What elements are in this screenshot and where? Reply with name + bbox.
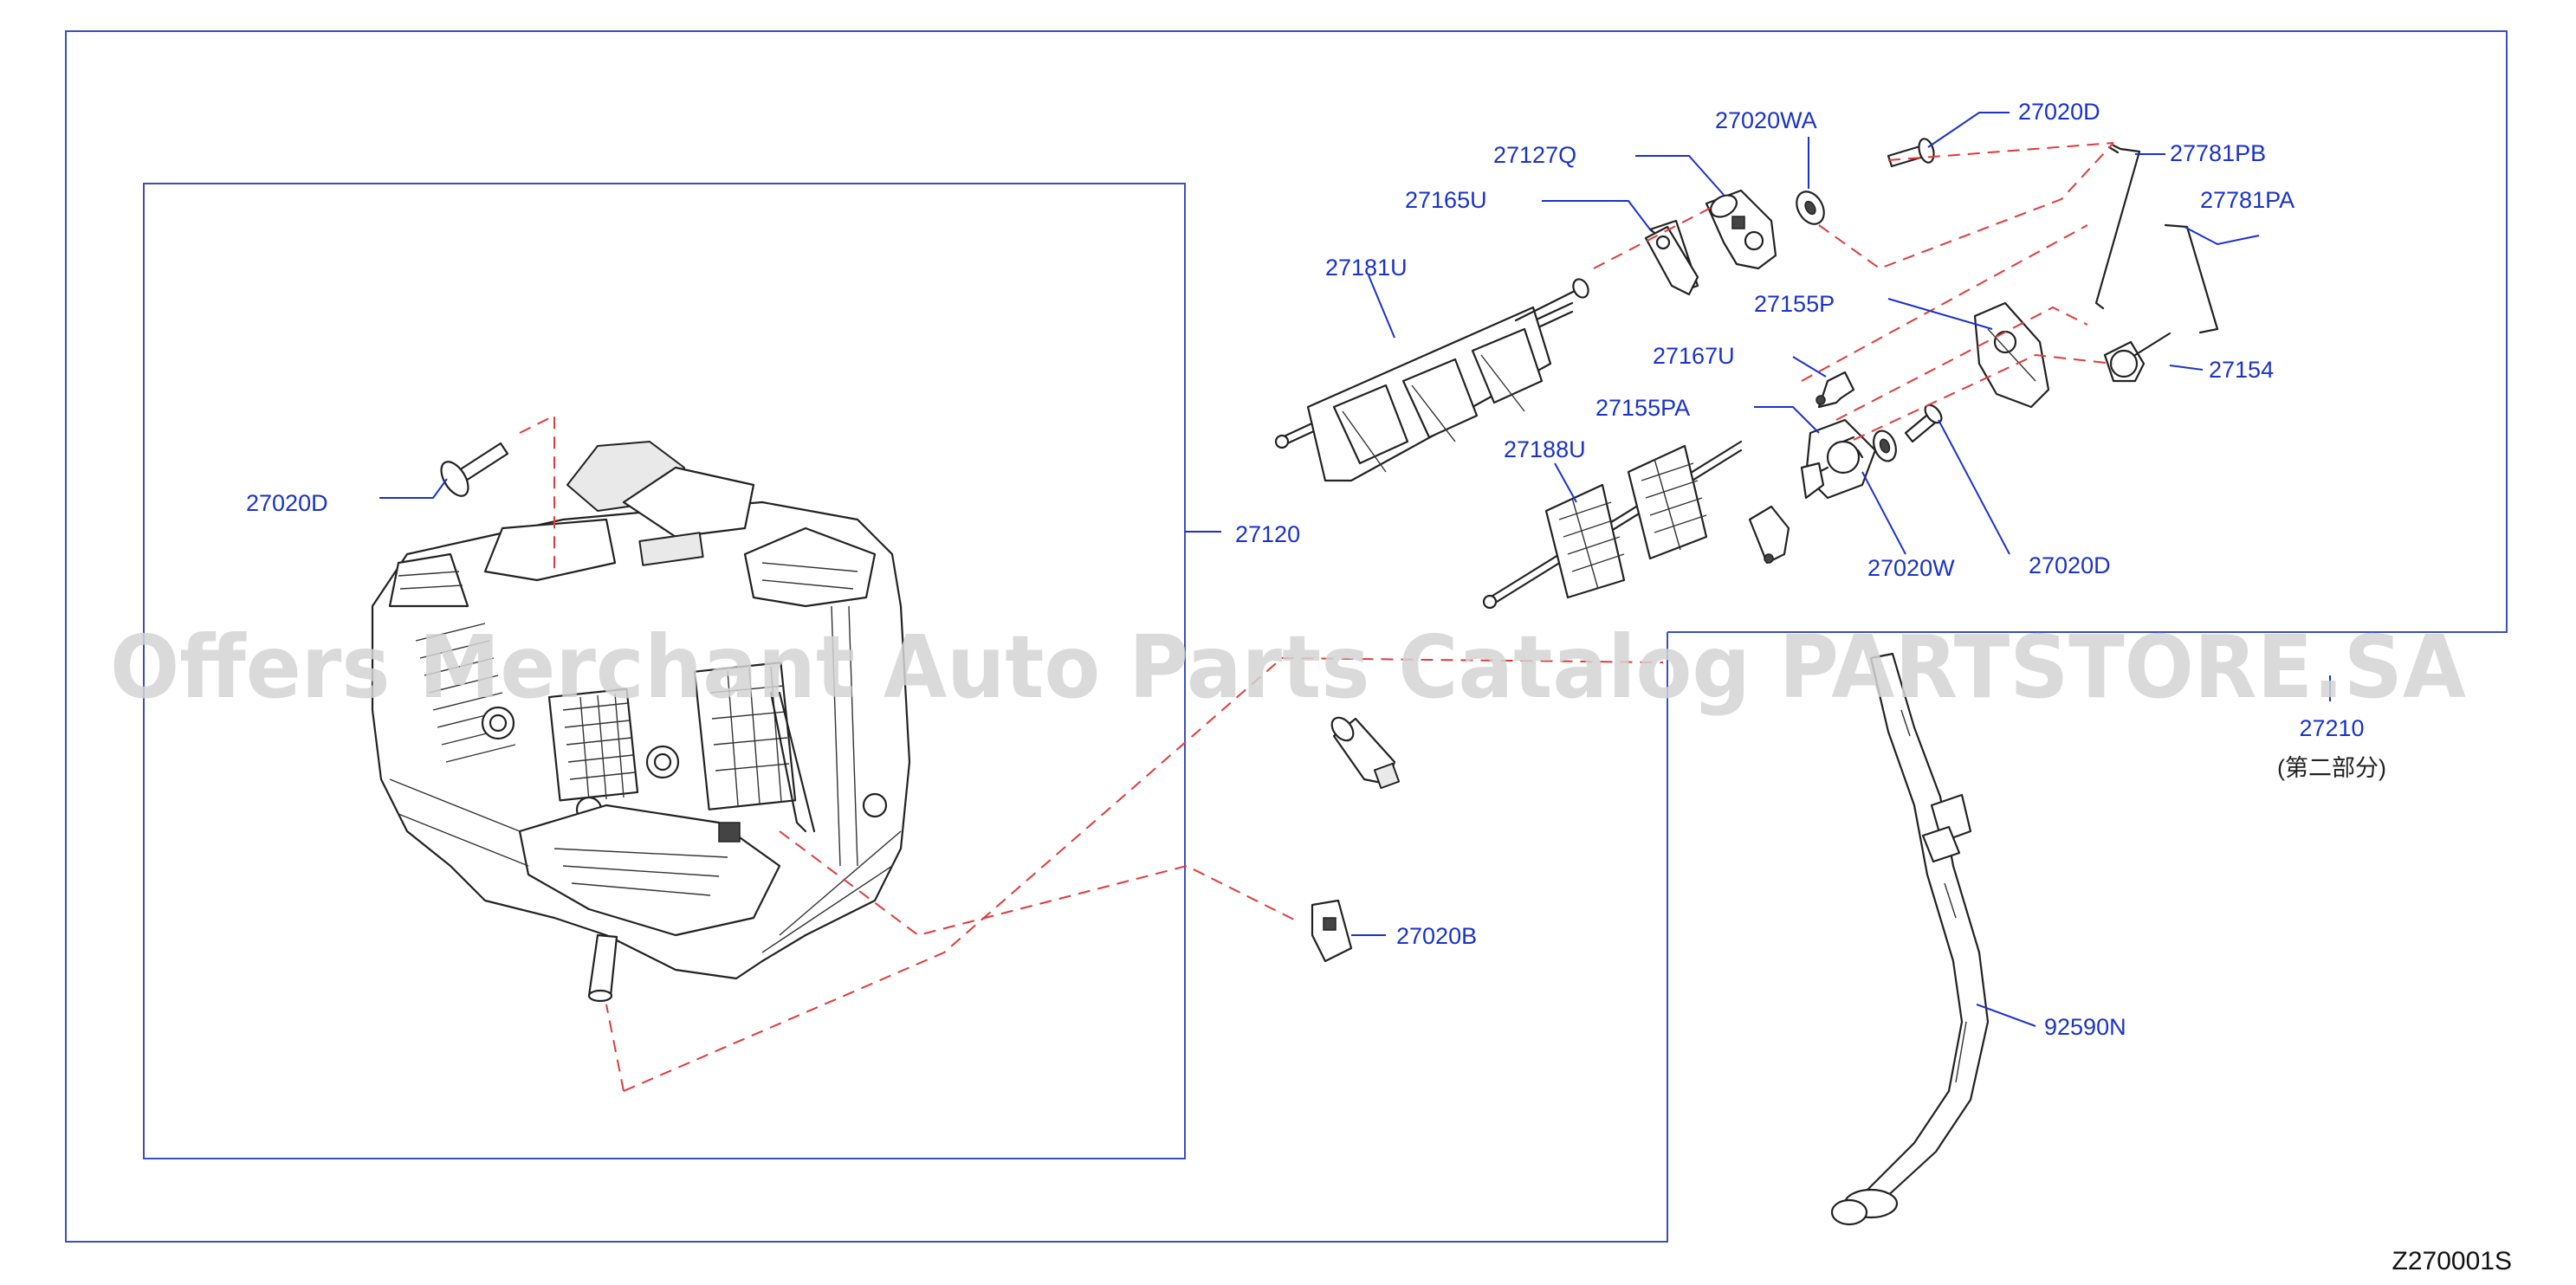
link-27155P-drawing: [1973, 301, 2050, 409]
label-27781PB[interactable]: 27781PB: [2170, 140, 2266, 166]
assembly-dashed-lines: [519, 142, 2114, 1092]
label-27020WA[interactable]: 27020WA: [1715, 107, 1817, 133]
label-27155PA[interactable]: 27155PA: [1595, 395, 1690, 421]
clip-27020B-drawing: [1311, 899, 1353, 963]
label-27154[interactable]: 27154: [2209, 357, 2274, 383]
label-27167U[interactable]: 27167U: [1653, 343, 1735, 369]
lever-27155PA-drawing: [1800, 418, 1877, 500]
outer-frame: [65, 30, 2508, 1243]
screw-27020D-left-drawing: [440, 442, 509, 497]
actuator-27127Q-drawing: [1705, 189, 1777, 270]
hose-92590N-drawing: [1830, 652, 1990, 1226]
label-27165U[interactable]: 27165U: [1405, 187, 1487, 213]
washer-27020W-drawing: [1873, 429, 1897, 462]
screw-27020D-top-drawing: [1887, 138, 1935, 168]
label-92590N[interactable]: 92590N: [2044, 1014, 2126, 1040]
clip-27167U-drawing: [1815, 371, 1855, 409]
sensor-drawing: [1330, 716, 1401, 790]
lever-27154-drawing: [2103, 332, 2171, 383]
label-27188U[interactable]: 27188U: [1504, 436, 1586, 462]
label-27020D-right[interactable]: 27020D: [2029, 552, 2111, 578]
label-27020W[interactable]: 27020W: [1867, 555, 1955, 581]
label-27210-note: (第二部分): [2277, 755, 2386, 781]
watermark-text: Offers Merchant Auto Parts Catalog PARTS…: [110, 617, 2466, 718]
inner-frame-heater-unit: [143, 183, 1186, 1159]
part-labels: 27020WA 27020D 27127Q 27781PB 27165U 277…: [246, 99, 2386, 1040]
gear-27020WA-drawing: [1796, 190, 1825, 225]
rods-27781-drawing: [2094, 144, 2219, 334]
label-27020B[interactable]: 27020B: [1396, 923, 1477, 949]
label-27020D-left[interactable]: 27020D: [246, 490, 328, 516]
label-27210[interactable]: 27210: [2299, 715, 2364, 741]
label-27781PA[interactable]: 27781PA: [2200, 187, 2294, 213]
small-link-drawing: [1748, 505, 1790, 565]
diagram-code: Z270001S: [2392, 1247, 2512, 1275]
leader-lines: [379, 112, 2331, 1027]
lever-27165U-drawing: [1644, 219, 1699, 296]
door-27188U-drawing: [1482, 440, 1743, 610]
label-27120[interactable]: 27120: [1235, 521, 1300, 547]
heater-unit-drawing: [371, 441, 911, 1003]
label-27127Q[interactable]: 27127Q: [1493, 142, 1576, 168]
door-27181U-drawing: [1274, 278, 1589, 482]
screw-27020D-right-drawing: [1904, 404, 1943, 443]
label-27155P[interactable]: 27155P: [1754, 291, 1835, 317]
label-27181U[interactable]: 27181U: [1325, 255, 1408, 281]
label-27020D-top[interactable]: 27020D: [2018, 99, 2100, 125]
